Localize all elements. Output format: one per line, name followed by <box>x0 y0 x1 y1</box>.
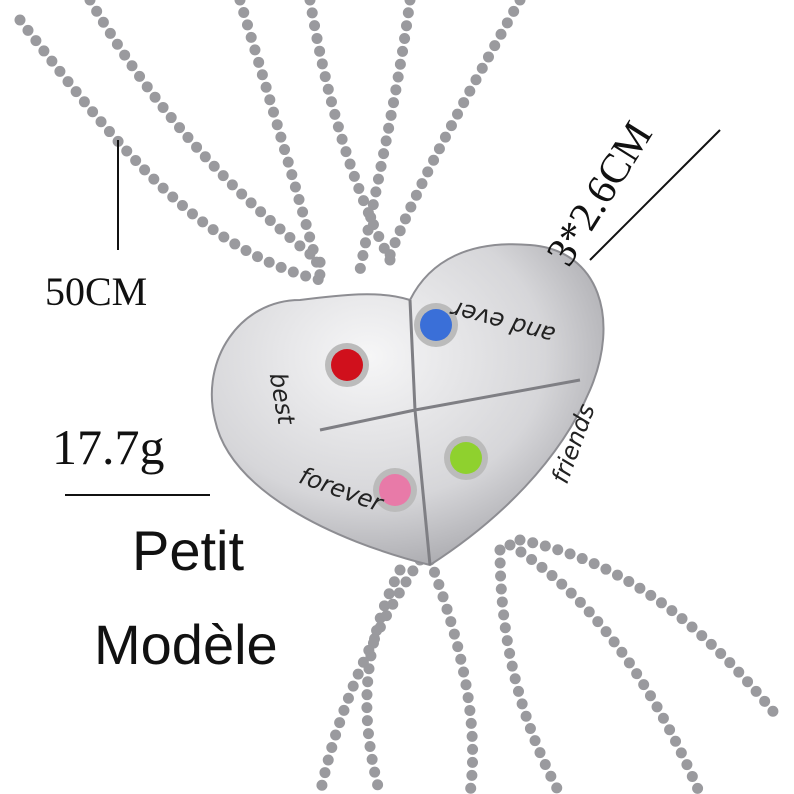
size-marker <box>589 129 721 261</box>
size-label-line2: Modèle <box>94 613 278 676</box>
chain-length-label: 50CM <box>45 269 148 314</box>
gems <box>325 303 488 512</box>
size-label-line1: Petit <box>132 519 245 582</box>
heart-pendant <box>210 243 605 567</box>
bead-chains <box>14 0 786 794</box>
weight-label: 17.7g <box>52 419 165 475</box>
